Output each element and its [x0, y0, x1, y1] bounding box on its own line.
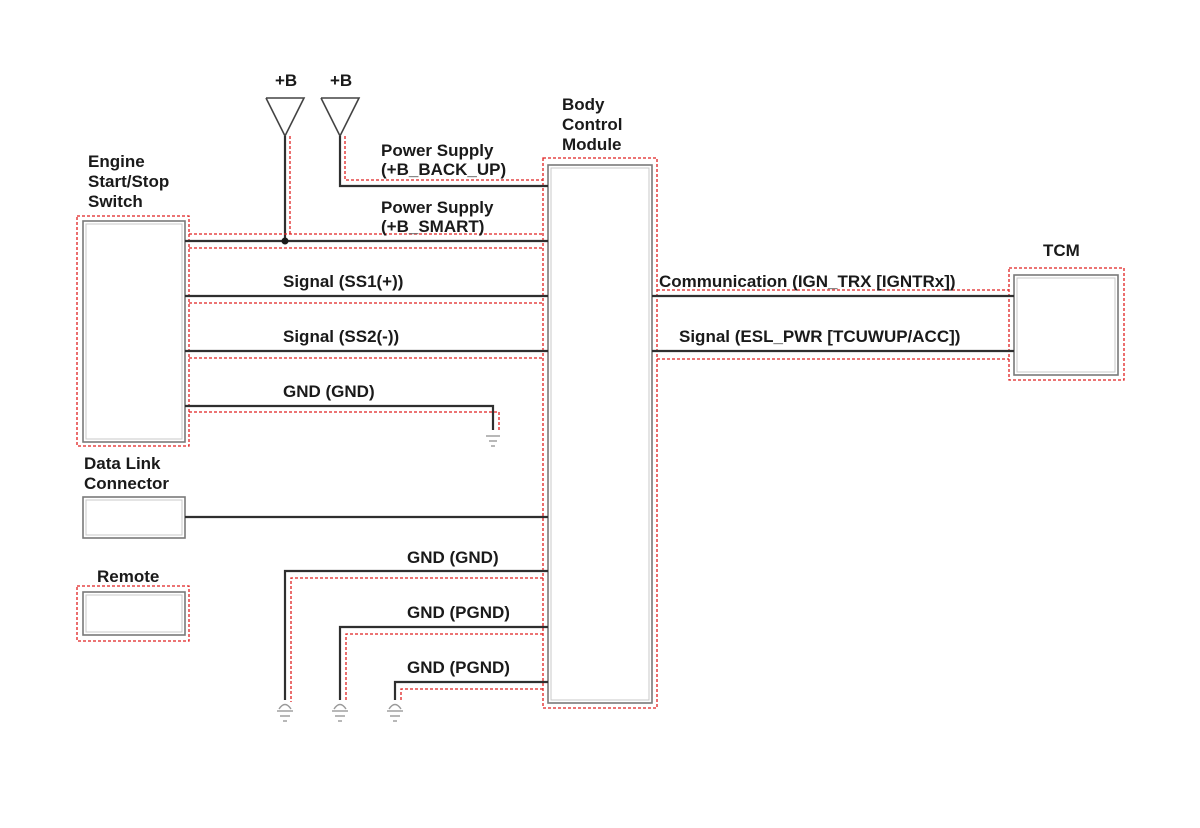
bcm-label-line-1: Body [562, 95, 605, 114]
comm-ign-label: Communication (IGN_TRX [IGNTRx]) [659, 272, 956, 291]
wire-gnd-switch [185, 404, 500, 447]
wire-power-backup [338, 136, 548, 188]
wire-comm-ign [652, 289, 1014, 298]
wire-bcm-gnd-1 [277, 569, 548, 722]
ground-icon [387, 703, 403, 722]
switch-label-line-3: Switch [88, 192, 143, 211]
bcm-gnd-1-label: GND (GND) [407, 548, 499, 567]
tcm-label: TCM [1043, 241, 1080, 260]
power-smart-label-line-1: Power Supply [381, 198, 494, 217]
data-link-connector[interactable] [82, 496, 186, 539]
power-backup-label-line-2: (+B_BACK_UP) [381, 160, 506, 179]
remote-label: Remote [97, 567, 159, 586]
ground-icon [277, 703, 293, 722]
signal-ss1-label: Signal (SS1(+)) [283, 272, 403, 291]
bcm-gnd-3-label: GND (PGND) [407, 658, 510, 677]
power-smart-label-line-2: (+B_SMART) [381, 217, 484, 236]
bcm-gnd-2-label: GND (PGND) [407, 603, 510, 622]
gnd-switch-label: GND (GND) [283, 382, 375, 401]
battery-2-label: +B [330, 71, 352, 90]
wire-signal-ss2 [185, 349, 548, 359]
splice-point [281, 237, 289, 245]
ground-icon [486, 435, 500, 447]
engine-start-stop-switch[interactable] [76, 215, 190, 447]
dlc-label-line-1: Data Link [84, 454, 161, 473]
signal-ss2-label: Signal (SS2(-)) [283, 327, 399, 346]
signal-esl-label: Signal (ESL_PWR [TCUWUP/ACC]) [679, 327, 960, 346]
switch-label-line-1: Engine [88, 152, 145, 171]
wire-bcm-gnd-2 [332, 625, 548, 722]
ground-icon [332, 703, 348, 722]
dlc-label-line-2: Connector [84, 474, 169, 493]
switch-label-line-2: Start/Stop [88, 172, 169, 191]
body-control-module[interactable] [542, 157, 658, 709]
wire-signal-esl [652, 349, 1014, 360]
bcm-label-line-3: Module [562, 135, 622, 154]
wire-bcm-gnd-3 [387, 680, 548, 722]
remote[interactable] [76, 585, 190, 642]
wire-power-smart [185, 136, 548, 249]
power-backup-label-line-1: Power Supply [381, 141, 494, 160]
bcm-label-line-2: Control [562, 115, 622, 134]
battery-1-label: +B [275, 71, 297, 90]
tcm-module[interactable] [1008, 267, 1125, 381]
wire-signal-ss1 [185, 294, 548, 304]
